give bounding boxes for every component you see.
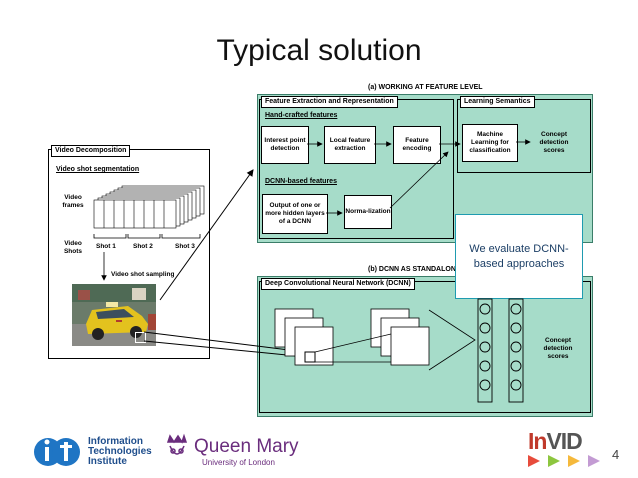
feature-encoding-box: Feature encoding: [393, 126, 441, 164]
invid-logo: InVID: [528, 428, 583, 455]
arrow-to-panel-a: [159, 169, 254, 301]
ls-header: Learning Semantics: [460, 96, 535, 108]
dcnn-output-box: Output of one or more hidden layers of a…: [262, 194, 328, 234]
iti-line-3: Institute: [88, 456, 127, 467]
iti-line-2: Technologies: [88, 446, 152, 457]
dcnn-group: [259, 281, 591, 413]
dcnn-header: Deep Convolutional Neural Network (DCNN): [261, 278, 415, 290]
concept-scores-b: Concept detection scores: [543, 337, 573, 360]
fer-header: Feature Extraction and Representation: [261, 96, 398, 108]
film-frame-dividers: [103, 200, 165, 228]
invid-in: In: [528, 428, 547, 454]
video-shots-label: Video Shots: [63, 240, 83, 255]
shot-1-label: Shot 1: [96, 243, 116, 250]
shot-brackets: [93, 234, 201, 239]
patch-line-1: [143, 340, 308, 358]
patch-line-2: [143, 331, 306, 353]
sample-frame-image: [72, 284, 156, 346]
slide-title: Typical solution: [216, 34, 422, 67]
panel-a-caption: (a) WORKING AT FEATURE LEVEL: [368, 84, 483, 91]
page-number: 4: [612, 447, 620, 462]
invid-triangles: [528, 455, 600, 467]
handcrafted-label: Hand-crafted features: [265, 112, 338, 119]
local-feature-box: Local feature extraction: [324, 126, 376, 164]
ml-classification-box: Machine Learning for classification: [462, 124, 518, 162]
invid-vid: VID: [546, 428, 582, 454]
film-frames: [93, 185, 205, 229]
iti-line-1: Information: [88, 436, 143, 447]
shot-segmentation-label: Video shot segmentation: [56, 166, 140, 173]
sample-patch-marker: [135, 332, 146, 343]
iti-logo: [34, 438, 80, 466]
queen-mary-crest-icon: [166, 433, 188, 455]
normalization-box: Norma-lization: [344, 195, 392, 229]
shot-3-label: Shot 3: [175, 243, 195, 250]
panel-b-caption: (b) DCNN AS STANDALONE: [368, 266, 461, 273]
video-frames-label: Video frames: [62, 194, 84, 209]
taxi-image: [72, 284, 156, 346]
shot-sampling-label: Video shot sampling: [111, 271, 175, 278]
queen-mary-subtitle: University of London: [202, 458, 275, 467]
dcnn-features-label: DCNN-based features: [265, 178, 337, 185]
iti-logo-text: Information Technologies Institute: [88, 437, 152, 467]
queen-mary-name: Queen Mary: [194, 436, 299, 457]
shot-2-label: Shot 2: [133, 243, 153, 250]
dcnn-feature-maps: [274, 308, 430, 366]
fc-layers: [477, 298, 524, 403]
video-decomposition-header: Video Decomposition: [51, 145, 131, 157]
interest-point-box: Interest point detection: [261, 126, 309, 164]
callout-box: We evaluate DCNN-based approaches: [455, 214, 583, 299]
concept-scores-a: Concept detection scores: [539, 131, 569, 154]
